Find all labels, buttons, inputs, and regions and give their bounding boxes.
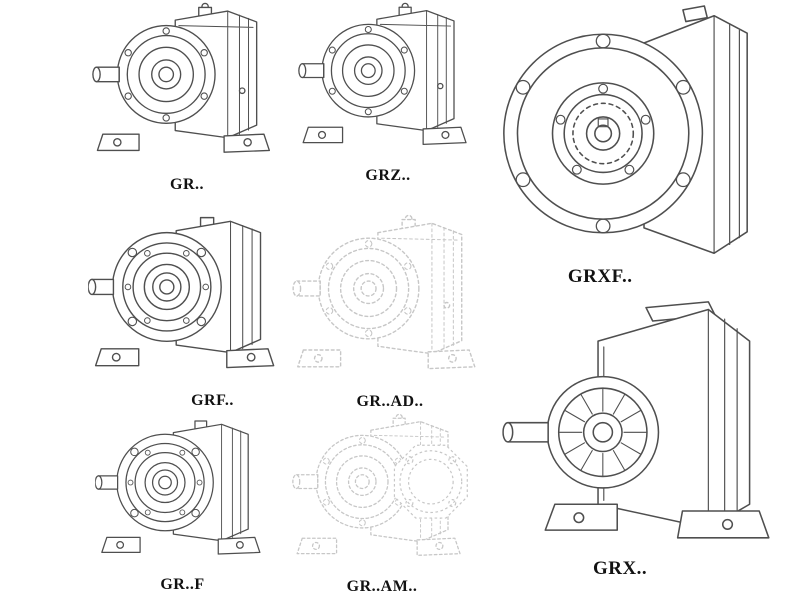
figure-grf: GRF.. <box>88 212 285 412</box>
figure-label-gr-ad: GR..AD.. <box>356 393 424 410</box>
figure-gr: GR.. <box>92 2 282 196</box>
gearbox-drawing-foot-mounted-gr <box>92 2 282 174</box>
gearbox-drawing-flange-grf <box>88 212 285 390</box>
figure-grx: GRX.. <box>502 298 790 581</box>
gearbox-drawing-flange-gr-f <box>95 416 270 574</box>
figure-gr-ad: GR..AD.. <box>292 214 488 413</box>
figure-label-grf: GRF.. <box>191 392 234 409</box>
figure-gr-f: GR..F <box>95 416 270 596</box>
figure-label-gr-f: GR..F <box>160 576 205 593</box>
gearbox-drawing-foot-mounted-grx <box>502 298 790 557</box>
figure-label-grx: GRX.. <box>592 558 648 579</box>
output-flange-overlay <box>393 444 468 519</box>
figure-gr-am: GR..AM.. <box>292 413 472 598</box>
figure-label-gr: GR.. <box>170 176 204 193</box>
figure-label-grz: GRZ.. <box>365 167 411 184</box>
figure-label-gr-am: GR..AM.. <box>346 578 418 595</box>
gearbox-drawing-ghost-output-flange-gr-am <box>292 413 468 576</box>
gearbox-drawing-foot-mounted-grz <box>298 2 478 165</box>
figure-label-grxf: GRXF.. <box>567 266 633 287</box>
gearbox-drawing-flange-front-grxf <box>498 2 790 265</box>
figure-grz: GRZ.. <box>298 2 478 187</box>
figure-grxf: GRXF.. <box>498 2 790 289</box>
gearbox-drawing-ghost-adapter-gr-ad <box>292 214 488 391</box>
